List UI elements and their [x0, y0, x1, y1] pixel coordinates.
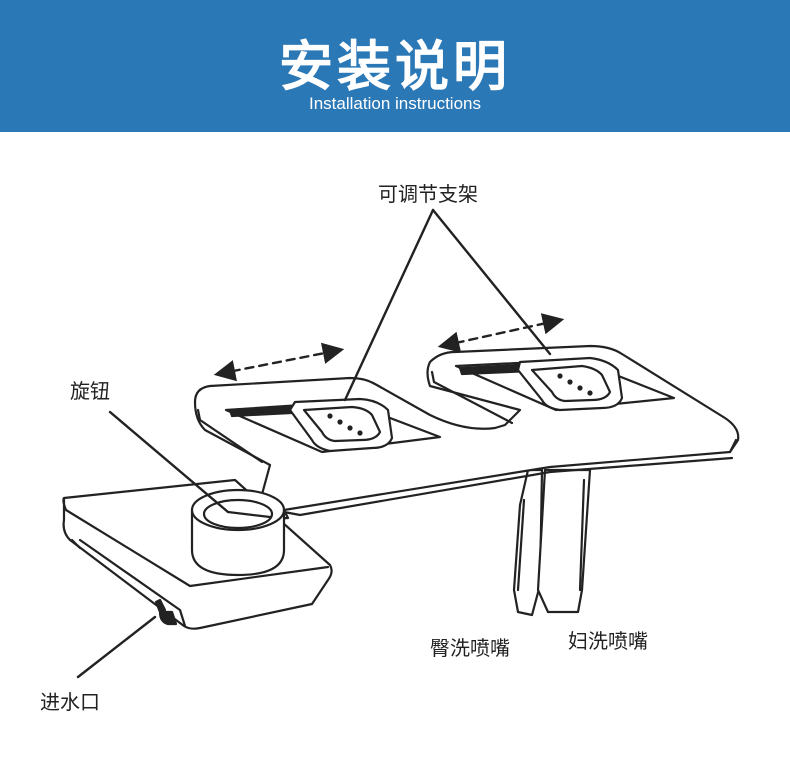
adjust-arrow-right: [437, 313, 565, 353]
adjust-arrow-left: [213, 342, 345, 382]
label-rear-wash-nozzle: 臀洗喷嘴: [430, 636, 510, 660]
nozzle-assembly: [512, 468, 592, 617]
bidet-diagram: [62, 208, 740, 679]
header-banner: 安装说明 Installation instructions: [0, 0, 790, 132]
page-subtitle: Installation instructions: [309, 94, 481, 113]
page-title: 安装说明: [279, 35, 511, 98]
adjustable-slot-right: [454, 356, 676, 412]
leader-line-knob: [108, 410, 230, 514]
leader-line-inlet: [76, 615, 157, 679]
knob: [190, 488, 286, 577]
leader-line-bracket-right: [431, 208, 552, 356]
label-feminine-wash-nozzle: 妇洗喷嘴: [568, 629, 648, 653]
leader-line-bracket-left: [343, 208, 435, 402]
adjustable-slot-left: [224, 397, 442, 454]
label-adjustable-bracket: 可调节支架: [378, 182, 478, 206]
label-knob: 旋钮: [70, 379, 110, 403]
label-water-inlet: 进水口: [40, 690, 100, 714]
